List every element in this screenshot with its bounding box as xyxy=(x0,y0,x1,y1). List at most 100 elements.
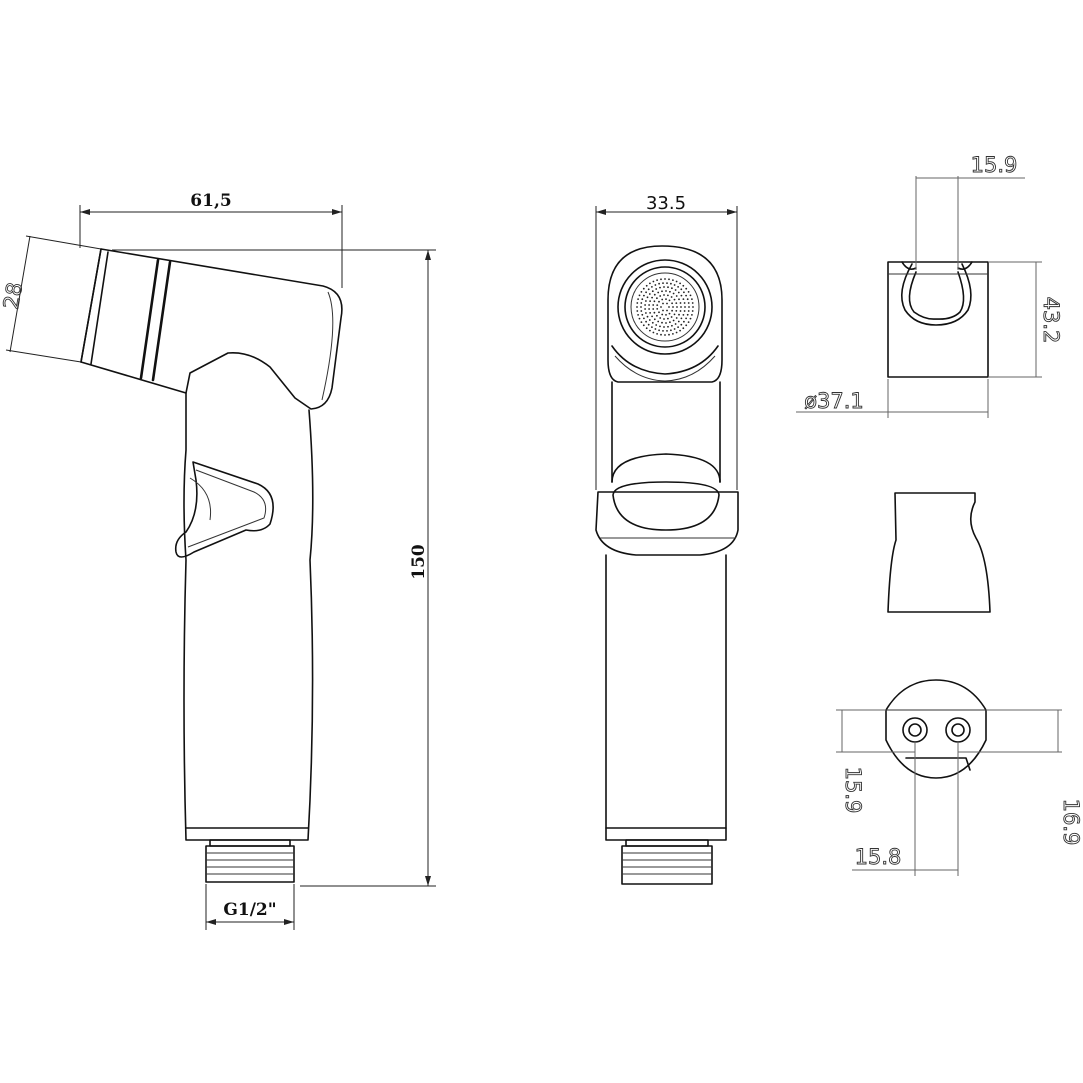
dim-label-150: 150 xyxy=(409,544,429,580)
spray-hole xyxy=(662,282,664,284)
spray-hole xyxy=(679,282,681,285)
spray-hole xyxy=(686,313,689,316)
spray-hole xyxy=(640,291,643,293)
spray-hole xyxy=(689,294,692,297)
spray-hole xyxy=(638,317,641,320)
holder-front-view: 15.9 43.2 ø37.1 xyxy=(796,153,1063,418)
spray-hole xyxy=(685,317,687,320)
head-band-2 xyxy=(151,260,172,382)
spray-hole xyxy=(662,330,664,332)
dim-label-33-5: 33.5 xyxy=(646,193,686,214)
screw-hole-right-inner xyxy=(951,723,965,737)
spray-hole xyxy=(682,327,685,330)
spray-hole xyxy=(669,321,671,324)
spray-hole xyxy=(678,313,680,316)
thread-connector xyxy=(205,839,295,883)
spray-hole xyxy=(684,306,686,308)
screw-hole-left-outer xyxy=(902,717,928,743)
spray-hole xyxy=(656,304,659,306)
front-trigger-top xyxy=(611,453,721,483)
dim-15-9-top xyxy=(915,176,1025,270)
spray-hole xyxy=(673,298,676,301)
spray-hole xyxy=(661,298,664,301)
dim-33-5 xyxy=(595,206,738,490)
trigger-lever xyxy=(174,461,274,558)
front-thread-connector xyxy=(621,839,713,885)
spray-hole xyxy=(677,291,680,294)
spray-hole xyxy=(658,311,660,314)
spray-hole xyxy=(671,324,673,327)
head-inner-curve xyxy=(321,291,334,401)
spray-hole xyxy=(677,326,679,328)
holder-slot-outer xyxy=(900,263,972,326)
spray-hole xyxy=(665,314,667,316)
dim-label-28: 28 xyxy=(0,281,27,311)
spray-hole xyxy=(674,289,677,291)
spray-hole xyxy=(683,310,686,312)
spray-hole xyxy=(675,317,678,319)
spray-hole xyxy=(654,328,657,330)
spray-hole xyxy=(675,302,678,304)
spray-hole xyxy=(661,290,663,293)
spray-hole xyxy=(667,317,669,320)
spray-hole xyxy=(649,329,651,332)
spray-hole xyxy=(658,282,660,285)
spray-hole xyxy=(651,286,653,288)
head-ring-line xyxy=(90,251,109,365)
spray-hole xyxy=(676,306,678,308)
spray-hole xyxy=(668,312,671,315)
spray-hole xyxy=(671,309,673,312)
head-face-edge xyxy=(80,248,102,363)
spray-hole xyxy=(675,295,678,297)
spray-hole xyxy=(662,302,664,305)
spray-hole xyxy=(652,308,655,310)
spray-hole xyxy=(672,319,675,322)
dim-label-61-5: 61,5 xyxy=(190,191,231,211)
spray-hole xyxy=(674,323,677,325)
spray-hole xyxy=(672,306,674,308)
spray-hole xyxy=(645,291,647,294)
spray-hole xyxy=(641,298,644,301)
spray-hole xyxy=(653,293,656,296)
spray-hole xyxy=(642,287,645,290)
spray-hole xyxy=(652,331,655,334)
spray-hole xyxy=(645,320,647,323)
spray-hole xyxy=(668,306,670,308)
spray-hole xyxy=(651,326,653,328)
spray-hole xyxy=(679,302,682,304)
front-handle-outline xyxy=(605,554,727,841)
spray-hole xyxy=(663,318,665,320)
spray-hole xyxy=(685,287,688,290)
spray-hole xyxy=(666,282,668,284)
spray-hole xyxy=(646,296,649,299)
spray-hole xyxy=(645,284,648,287)
spray-hole xyxy=(660,333,662,336)
side-view: 61,5 28 150 G1/2" xyxy=(0,191,436,930)
spray-hole xyxy=(636,302,639,304)
spray-hole xyxy=(677,320,680,323)
nozzle-spray-holes xyxy=(636,278,694,336)
spray-hole xyxy=(649,300,651,302)
spray-hole xyxy=(685,324,688,327)
spray-hole xyxy=(660,278,662,281)
spray-hole xyxy=(653,318,656,321)
dim-28 xyxy=(5,235,102,363)
spray-hole xyxy=(665,290,667,292)
spray-hole xyxy=(640,306,642,308)
spray-hole xyxy=(655,288,658,290)
spray-hole xyxy=(644,308,646,310)
spray-hole xyxy=(664,278,666,280)
dim-43-2 xyxy=(988,261,1042,378)
spray-hole xyxy=(656,279,658,281)
dim-150 xyxy=(112,249,436,887)
spray-hole xyxy=(647,323,650,326)
spray-hole xyxy=(645,312,647,314)
spray-hole xyxy=(661,313,664,316)
spray-hole xyxy=(663,286,665,288)
front-trigger-guard xyxy=(595,491,739,556)
spray-hole xyxy=(691,314,693,316)
spray-hole xyxy=(640,310,643,312)
spray-hole xyxy=(666,330,668,332)
spray-hole xyxy=(692,306,694,308)
